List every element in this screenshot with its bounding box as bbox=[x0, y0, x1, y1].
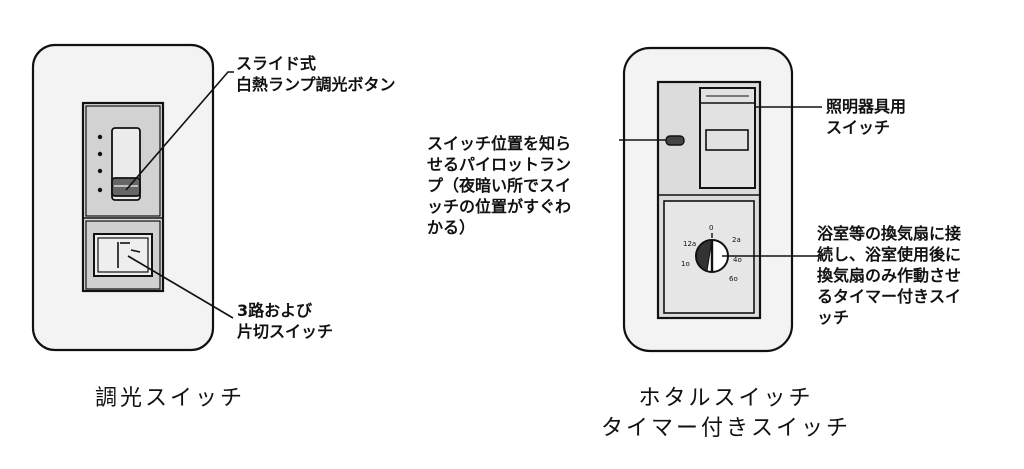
switch-leader bbox=[127, 255, 234, 319]
right-caption: ホタルスイッチ タイマー付きスイッチ bbox=[600, 386, 851, 441]
left-caption: 調光スイッチ bbox=[95, 386, 246, 411]
slide-knob bbox=[111, 177, 141, 197]
rocker-switch bbox=[93, 233, 153, 277]
dial-mark: 6o bbox=[729, 275, 738, 283]
pilot-lamp bbox=[665, 135, 685, 146]
light-switch-label: 照明器具用 スイッチ bbox=[826, 97, 907, 137]
switch-type-label: 3路および 片切スイッチ bbox=[237, 301, 334, 341]
dial-mark: 4o bbox=[733, 256, 742, 264]
slide-leader bbox=[125, 71, 234, 191]
dial-mark: 12a bbox=[683, 240, 696, 248]
dial-mark: 1o bbox=[681, 260, 690, 268]
pilot-lamp-label: スイッチ位置を知ら せるパイロットラン プ（夜暗い所でスイ ッチの位置がすぐわ … bbox=[427, 134, 572, 237]
dial-mark: 2a bbox=[732, 236, 741, 244]
dial-scale: 0 2a 12a 1o 4o 6o bbox=[681, 224, 742, 283]
slide-button-label: スライド式 白熱ランプ調光ボタン bbox=[236, 54, 396, 94]
indicator-dots bbox=[97, 134, 103, 193]
dial-mark: 0 bbox=[709, 224, 713, 232]
light-switch-rocker bbox=[699, 87, 756, 189]
timer-switch-label: 浴室等の換気扇に接 続し、浴室使用後に 換気扇のみ作動させ るタイマー付きスイ … bbox=[817, 224, 962, 327]
